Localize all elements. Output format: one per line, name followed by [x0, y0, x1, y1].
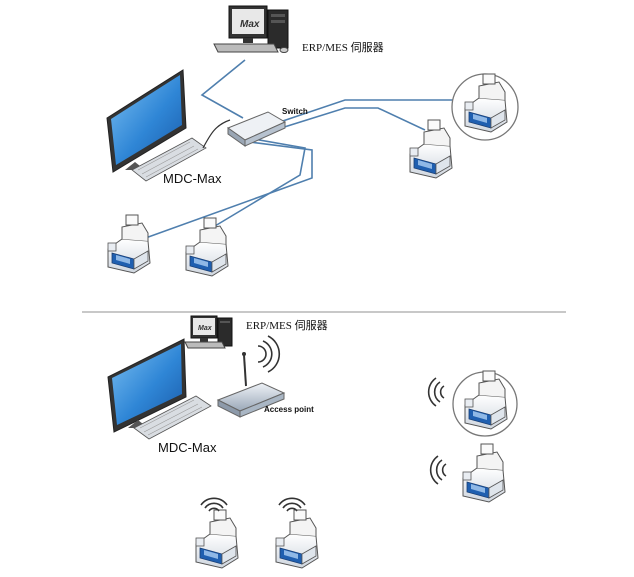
wireless-signal-icon — [429, 455, 447, 485]
cnc-machine-top-left-1 — [107, 214, 151, 274]
monitor-logo-bottom: Max — [198, 325, 213, 332]
server-label-top: ERP/MES 伺服器 — [302, 42, 384, 54]
monitor-logo-top: Max — [240, 19, 260, 30]
server-label-bottom: ERP/MES 伺服器 — [246, 320, 328, 332]
cnc-machine-bottom-left-2 — [275, 509, 319, 569]
access-point-label: Access point — [264, 405, 314, 414]
mdc-max-client-top — [106, 69, 231, 182]
network-cables-top — [139, 59, 455, 241]
server-computer-top — [213, 5, 289, 53]
access-point-signal-icon — [257, 335, 281, 373]
switch-label: Switch — [282, 107, 308, 116]
server-computer-bottom — [184, 315, 233, 349]
access-point — [216, 352, 286, 418]
cnc-machine-bottom-left-1 — [195, 509, 239, 569]
cnc-machine-top-left-2 — [185, 217, 229, 277]
cnc-machine-bottom-right-highlighted — [452, 370, 518, 437]
wireless-signal-icon — [427, 377, 445, 407]
mdc-max-label-top: MDC-Max — [163, 171, 222, 186]
cnc-machine-bottom-right — [462, 443, 506, 503]
wireless-signal-icon — [200, 497, 228, 512]
cnc-machine-top-right-highlighted — [451, 73, 519, 141]
cnc-machine-top-right — [409, 119, 453, 179]
network-switch — [226, 111, 287, 147]
mdc-max-label-bottom: MDC-Max — [158, 440, 217, 455]
mdc-max-client-bottom — [107, 338, 212, 440]
wireless-signal-icon — [278, 497, 306, 512]
